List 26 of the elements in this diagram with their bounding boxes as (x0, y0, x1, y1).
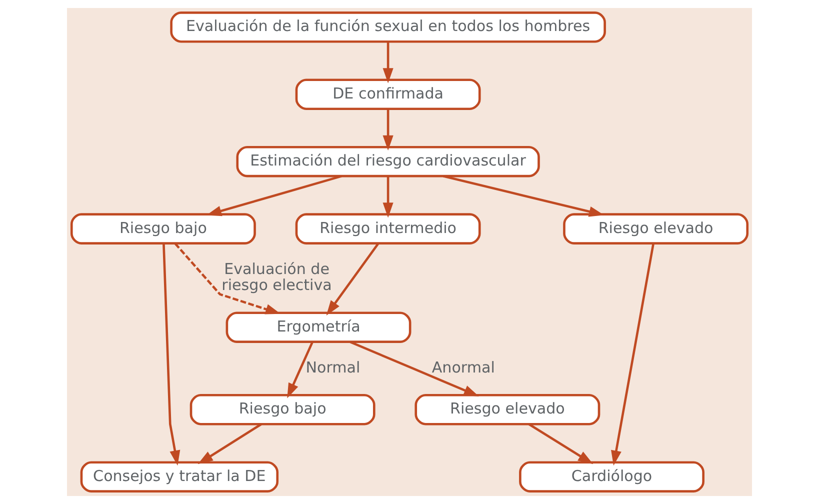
node-box: Estimación del riesgo cardiovascular (236, 146, 540, 178)
arrow (286, 342, 313, 398)
arrow (610, 243, 654, 466)
arrow (349, 340, 478, 396)
arrow (174, 242, 280, 314)
arrow (382, 108, 393, 150)
edge-label: Normal (305, 358, 360, 376)
node-box: Riesgo bajo (70, 213, 256, 244)
node-box: Cardiólogo (518, 461, 704, 492)
node-box: DE confirmada (294, 78, 480, 110)
arrow (382, 176, 393, 218)
arrow (528, 423, 593, 464)
edge-label: Anormal (431, 358, 494, 376)
node-box: Ergometría (225, 312, 411, 343)
node-box: Evaluación de la función sexual en todos los hombres (170, 12, 606, 43)
edge-label: Evaluación de riesgo electiva (221, 260, 332, 294)
arrow (162, 243, 180, 466)
arrow (197, 423, 262, 464)
node-box: Riesgo elevado (562, 213, 748, 244)
node-box: Consejos y tratar la DE (80, 461, 278, 492)
node-box: Riesgo intermedio (294, 213, 480, 244)
arrow (382, 42, 393, 84)
node-box: Riesgo elevado (414, 394, 600, 426)
arrow (326, 242, 379, 316)
node-box: Riesgo bajo (189, 394, 375, 426)
arrow (442, 175, 604, 217)
